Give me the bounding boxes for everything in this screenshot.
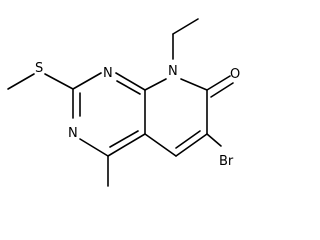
bond-n-top-c8a <box>115 72 146 91</box>
bond-c5-c4a <box>144 133 177 157</box>
bond-c4-c4a-inner <box>109 130 139 148</box>
bond-s-c2 <box>44 73 74 90</box>
bond-ch2-ch3 <box>172 18 199 35</box>
bond-n8-c7 <box>180 78 208 91</box>
bond-c8a-n8 <box>144 78 167 91</box>
molecule-structure: S N N N O Br <box>7 18 240 187</box>
bond-methyl-s <box>7 73 35 90</box>
atom-label-o: O <box>230 67 240 82</box>
atom-label-n-top: N <box>103 66 113 81</box>
bond-n-bottom-c4 <box>79 138 109 157</box>
molecule-canvas: S N N N O Br <box>7 18 240 187</box>
atom-label-s: S <box>35 61 43 76</box>
bond-c4-c4a <box>107 133 146 157</box>
bond-c6-br <box>206 133 222 147</box>
bond-c2-n-top <box>72 72 102 90</box>
bond-c7-o <box>206 75 231 91</box>
atom-label-br: Br <box>219 154 234 169</box>
bond-c6-c5 <box>175 133 208 157</box>
bond-c8a-n-top-inner <box>116 80 141 95</box>
atom-label-n-bottom: N <box>68 126 78 141</box>
bond-c7-o-double <box>210 82 234 98</box>
atom-label-n-ring: N <box>168 64 178 79</box>
bond-c6-c5-inner <box>175 130 201 149</box>
